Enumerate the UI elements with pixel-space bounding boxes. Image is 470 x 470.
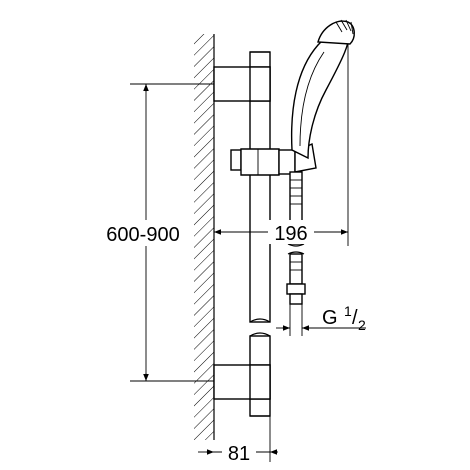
rail-break [249,318,271,323]
dimension-wall-distance: 81 [198,416,278,465]
wall [194,34,215,440]
head-offset-label: 196 [274,223,307,245]
hand-shower [290,19,355,160]
handshower-holder [278,149,296,175]
thread-denominator: 2 [358,317,366,333]
slider-body [240,148,280,176]
thread-main-label: G [322,307,338,329]
height-range-label: 600-900 [106,224,179,246]
wall-hatching [194,34,214,440]
spray-nozzles [335,19,354,35]
slider-knob [230,149,242,171]
slider [230,142,317,176]
svg-text:G: G [322,307,338,329]
thread-numerator: 1 [344,303,352,319]
dimension-head-offset: 196 [214,44,349,246]
wall-distance-label: 81 [228,443,250,465]
bracket-bottom [213,364,271,400]
rail-bar [249,51,271,417]
hose-connector [289,293,303,305]
spray-head [317,20,355,45]
hose-nut [286,283,306,295]
thread-slash: / [352,307,358,329]
rail-break-lower [249,332,271,337]
dimension-height: 600-900 [100,83,214,382]
dimension-thread: G 1 / 2 [276,303,366,336]
bracket-top [213,66,271,102]
